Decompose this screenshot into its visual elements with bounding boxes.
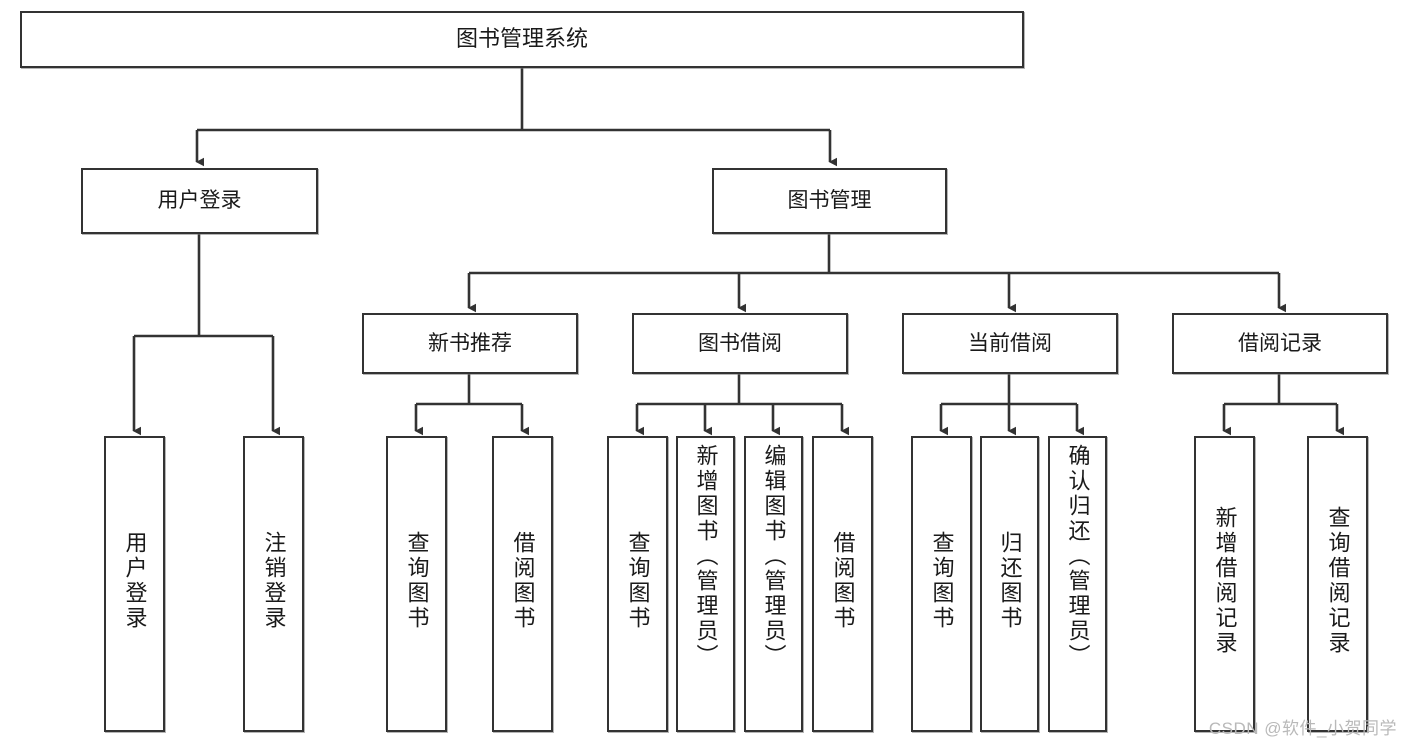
node-leaf-borrow-book-1[interactable]: 借阅图书 xyxy=(492,436,553,732)
node-current-borrow[interactable]: 当前借阅 xyxy=(902,313,1118,374)
node-leaf-query-book-3[interactable]: 查询图书 xyxy=(911,436,972,732)
node-root-library-management-system[interactable]: 图书管理系统 xyxy=(20,11,1024,68)
node-user-login-label: 用户登录 xyxy=(157,189,242,213)
edge-user-login-to-leaves xyxy=(132,234,281,436)
node-leaf-edit-book-admin[interactable]: 编辑图书（管理员） xyxy=(744,436,803,732)
node-book-borrow-label: 图书借阅 xyxy=(698,331,782,355)
node-leaf-confirm-return-admin-label: 确认归还（管理员） xyxy=(1065,444,1091,669)
node-leaf-borrow-book-2[interactable]: 借阅图书 xyxy=(812,436,873,732)
edge-root-to-level2 xyxy=(195,68,838,167)
node-user-login[interactable]: 用户登录 xyxy=(81,168,318,234)
node-leaf-borrow-book-1-label: 借阅图书 xyxy=(510,531,536,631)
edge-book-management-to-level3 xyxy=(467,234,1287,313)
node-leaf-add-book-admin[interactable]: 新增图书（管理员） xyxy=(676,436,735,732)
node-new-book-recommend-label: 新书推荐 xyxy=(428,331,512,355)
node-leaf-query-book-1[interactable]: 查询图书 xyxy=(386,436,447,732)
edge-current-borrow-to-leaves xyxy=(939,373,1085,436)
node-leaf-add-borrow-record-label: 新增借阅记录 xyxy=(1212,506,1238,656)
node-borrow-record[interactable]: 借阅记录 xyxy=(1172,313,1388,374)
node-leaf-query-book-1-label: 查询图书 xyxy=(404,531,430,631)
node-leaf-borrow-book-2-label: 借阅图书 xyxy=(830,531,856,631)
node-book-borrow[interactable]: 图书借阅 xyxy=(632,313,848,374)
csdn-watermark: CSDN @软件_小贺同学 xyxy=(1208,719,1397,738)
node-leaf-user-login[interactable]: 用户登录 xyxy=(104,436,165,732)
node-new-book-recommend[interactable]: 新书推荐 xyxy=(362,313,578,374)
edge-new-book-recommend-to-leaves xyxy=(414,373,530,436)
node-leaf-return-book-label: 归还图书 xyxy=(997,531,1023,631)
node-leaf-query-book-3-label: 查询图书 xyxy=(929,531,955,631)
node-borrow-record-label: 借阅记录 xyxy=(1238,331,1322,355)
node-leaf-add-borrow-record[interactable]: 新增借阅记录 xyxy=(1194,436,1255,732)
node-leaf-query-book-2[interactable]: 查询图书 xyxy=(607,436,668,732)
node-leaf-return-book[interactable]: 归还图书 xyxy=(980,436,1039,732)
node-leaf-add-book-admin-label: 新增图书（管理员） xyxy=(693,444,719,669)
node-current-borrow-label: 当前借阅 xyxy=(968,331,1052,355)
node-leaf-confirm-return-admin[interactable]: 确认归还（管理员） xyxy=(1048,436,1107,732)
node-leaf-user-login-label: 用户登录 xyxy=(122,531,148,631)
edge-borrow-record-to-leaves xyxy=(1222,373,1345,436)
node-leaf-query-borrow-record-label: 查询借阅记录 xyxy=(1325,506,1351,656)
node-leaf-query-book-2-label: 查询图书 xyxy=(625,531,651,631)
node-leaf-logout-login-label: 注销登录 xyxy=(261,531,287,631)
node-leaf-query-borrow-record[interactable]: 查询借阅记录 xyxy=(1307,436,1368,732)
node-leaf-edit-book-admin-label: 编辑图书（管理员） xyxy=(761,444,787,669)
node-book-management-label: 图书管理 xyxy=(787,189,872,213)
node-book-management[interactable]: 图书管理 xyxy=(712,168,947,234)
edge-book-borrow-to-leaves xyxy=(635,373,850,436)
node-leaf-logout-login[interactable]: 注销登录 xyxy=(243,436,304,732)
node-root-label: 图书管理系统 xyxy=(455,26,588,52)
